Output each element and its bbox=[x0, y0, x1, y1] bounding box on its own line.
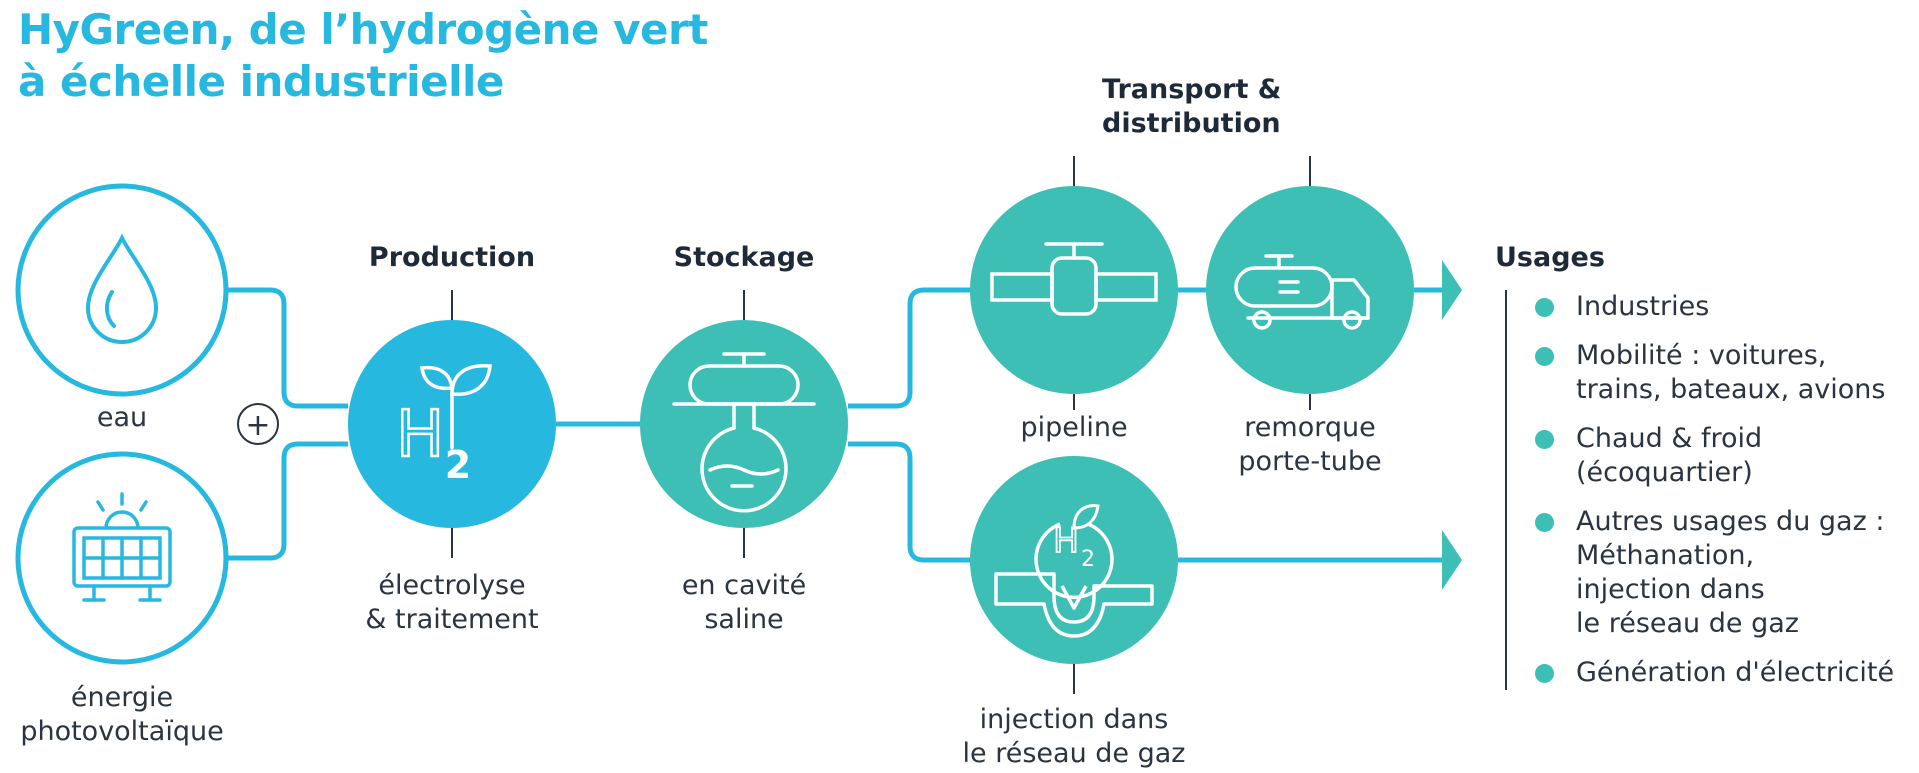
production-label-line-1: électrolyse bbox=[378, 570, 525, 601]
transport-header-line-2: distribution bbox=[1102, 108, 1281, 139]
solar-panel-icon bbox=[72, 492, 172, 602]
salt-cavity-tank-icon bbox=[672, 352, 816, 513]
node-solar bbox=[15, 451, 229, 665]
bullet-dot bbox=[1535, 347, 1554, 366]
node-trailer bbox=[1206, 186, 1414, 394]
h2-letter-injection: H bbox=[1053, 521, 1079, 561]
page-title: HyGreen, de l’hydrogène vert à échelle i… bbox=[18, 4, 708, 108]
h2-subscript-injection: 2 bbox=[1081, 547, 1095, 572]
h2-subscript: 2 bbox=[445, 443, 471, 487]
label-ticks bbox=[451, 156, 1311, 694]
node-production: H 2 bbox=[348, 320, 556, 528]
node-storage bbox=[640, 320, 848, 528]
connector-storage-injection bbox=[848, 441, 970, 563]
trailer-label-line-2: porte-tube bbox=[1238, 446, 1381, 477]
flow-connectors bbox=[228, 287, 1444, 563]
usage-item-industries: Industries bbox=[1525, 290, 1919, 324]
plus-sign: + bbox=[237, 403, 279, 445]
bullet-dot bbox=[1535, 430, 1554, 449]
node-water bbox=[15, 183, 229, 397]
usages-list: Industries Mobilité : voitures,trains, b… bbox=[1505, 290, 1919, 690]
storage-label-line-2: saline bbox=[704, 604, 783, 635]
usage-arrow-top bbox=[1442, 260, 1462, 320]
transport-header-line-1: Transport & bbox=[1102, 74, 1281, 105]
connector-solar-production bbox=[228, 441, 348, 561]
usage-arrow-bottom bbox=[1442, 530, 1462, 590]
production-header: Production bbox=[369, 242, 535, 273]
storage-header: Stockage bbox=[674, 242, 815, 273]
trailer-label-line-1: remorque bbox=[1244, 412, 1375, 443]
usages-header: Usages bbox=[1495, 242, 1605, 273]
water-label: eau bbox=[97, 402, 147, 433]
pipeline-valve-icon bbox=[990, 242, 1158, 316]
h2-sprout-icon: H 2 bbox=[395, 364, 492, 487]
usage-item-heat-cold: Chaud & froid(écoquartier) bbox=[1525, 422, 1919, 490]
usage-item-mobility: Mobilité : voitures,trains, bateaux, avi… bbox=[1525, 339, 1919, 407]
connector-storage-pipeline bbox=[848, 287, 970, 409]
tube-trailer-truck-icon bbox=[1234, 254, 1370, 330]
bullet-dot bbox=[1535, 513, 1554, 532]
bullet-dot bbox=[1535, 298, 1554, 317]
h2-letter: H bbox=[396, 398, 444, 472]
plus-symbol: + bbox=[245, 408, 270, 443]
gas-network-injection-icon: H 2 bbox=[994, 504, 1154, 638]
solar-label-line-2: photovoltaïque bbox=[20, 716, 223, 747]
solar-label-line-1: énergie bbox=[71, 682, 173, 713]
usage-item-electricity: Génération d'électricité bbox=[1525, 656, 1919, 690]
water-drop-icon bbox=[85, 233, 159, 344]
injection-label-line-2: le réseau de gaz bbox=[963, 738, 1186, 769]
pipeline-label: pipeline bbox=[1020, 412, 1127, 443]
injection-label-line-1: injection dans bbox=[980, 704, 1169, 735]
connector-water-production bbox=[228, 287, 348, 409]
storage-label-line-1: en cavité bbox=[682, 570, 806, 601]
production-label-line-2: & traitement bbox=[365, 604, 538, 635]
usage-item-other-gas: Autres usages du gaz :Méthanation,inject… bbox=[1525, 505, 1919, 641]
node-pipeline bbox=[970, 186, 1178, 394]
node-injection: H 2 bbox=[970, 456, 1178, 664]
title-line-1: HyGreen, de l’hydrogène vert bbox=[18, 5, 708, 54]
bullet-dot bbox=[1535, 664, 1554, 683]
title-line-2: à échelle industrielle bbox=[18, 57, 504, 106]
